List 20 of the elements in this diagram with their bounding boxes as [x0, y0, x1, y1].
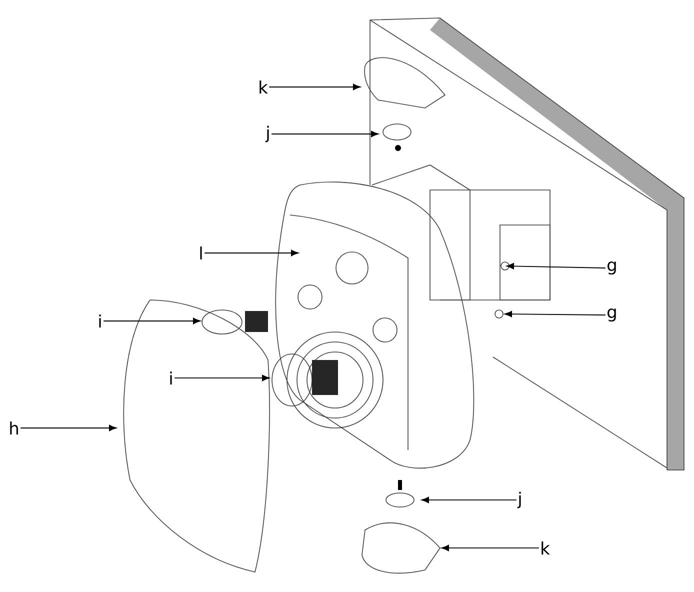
callout-letter: k [542, 542, 550, 554]
leader-line [20, 424, 117, 432]
leader-line [174, 374, 270, 382]
leader-line [268, 84, 361, 90]
callout-letter: g [608, 261, 616, 274]
callout-letter: i [99, 314, 101, 328]
leader-line [204, 250, 299, 256]
callout-letter: j [265, 126, 269, 142]
callout-letter: l [200, 246, 202, 260]
leader-line [271, 130, 379, 138]
callout-letter: g [608, 308, 616, 322]
leader-line [421, 496, 517, 504]
leader-line [506, 263, 606, 270]
leader-line [504, 310, 606, 318]
callout-letter: i [170, 372, 172, 384]
callout-letter: h [10, 422, 18, 434]
leader-line [441, 544, 540, 552]
callout-letter: j [517, 492, 521, 508]
leader-line [103, 318, 201, 324]
callout-letter: k [260, 80, 268, 94]
